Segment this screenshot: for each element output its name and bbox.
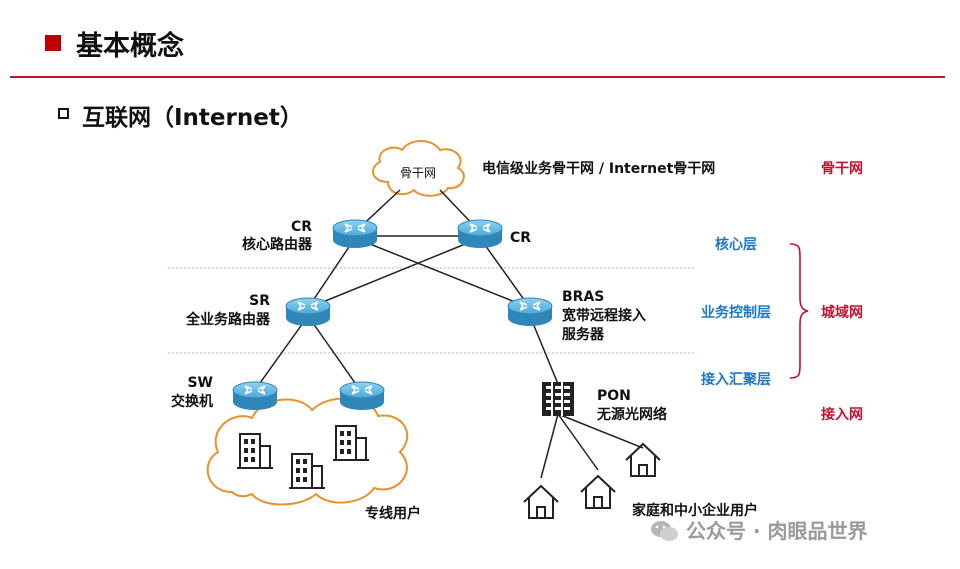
sw-label-line1: SW	[187, 375, 213, 391]
subtitle-bullet	[58, 108, 69, 119]
private-users-label: 专线用户	[365, 505, 421, 522]
home-users-label: 家庭和中小企业用户	[632, 502, 758, 519]
level-backbone: 骨干网	[821, 160, 863, 177]
bras-label-line3: 服务器	[562, 326, 605, 343]
watermark-text: 公众号 · 肉眼品世界	[686, 519, 868, 543]
sw-right-switch-icon	[339, 381, 385, 411]
backbone-description: 电信级业务骨干网 / Internet骨干网	[482, 160, 715, 177]
network-links	[254, 189, 644, 479]
page-title: 基本概念	[76, 31, 184, 62]
house-icon-2	[580, 475, 616, 509]
cloud-label: 骨干网	[400, 166, 436, 180]
backbone-cloud	[372, 140, 465, 197]
house-icon-1	[523, 485, 559, 519]
sr-label-line1: SR	[249, 293, 270, 309]
bras-router-icon	[507, 297, 553, 327]
pon-label-line2: 无源光网络	[596, 406, 667, 423]
layer-access-aggregation: 接入汇聚层	[701, 371, 771, 388]
cr-left-router-icon	[332, 219, 378, 249]
section-subtitle: 互联网（Internet）	[82, 105, 303, 131]
enterprise-cloud	[206, 397, 409, 506]
sw-label-line2: 交换机	[171, 393, 213, 410]
layer-service-control: 业务控制层	[701, 304, 771, 321]
title-marker	[45, 35, 61, 51]
sr-label-line2: 全业务路由器	[185, 311, 271, 328]
bras-label-line2: 宽带远程接入	[562, 307, 646, 324]
layer-core: 核心层	[715, 236, 757, 253]
title-divider	[10, 76, 945, 78]
metro-brace	[789, 243, 809, 379]
cr-left-label-line1: CR	[291, 219, 312, 235]
wechat-icon	[651, 521, 678, 541]
cr-right-label: CR	[510, 230, 531, 246]
sr-router-icon	[285, 297, 331, 327]
pon-device-icon	[542, 382, 574, 416]
bras-label-line1: BRAS	[562, 289, 604, 305]
pon-label-line1: PON	[597, 388, 631, 404]
cr-right-router-icon	[457, 219, 503, 249]
cr-left-label-line2: 核心路由器	[242, 236, 313, 253]
house-icon-3	[625, 443, 661, 477]
level-metro: 城域网	[821, 304, 863, 321]
level-access: 接入网	[821, 406, 863, 423]
sw-left-switch-icon	[232, 381, 278, 411]
